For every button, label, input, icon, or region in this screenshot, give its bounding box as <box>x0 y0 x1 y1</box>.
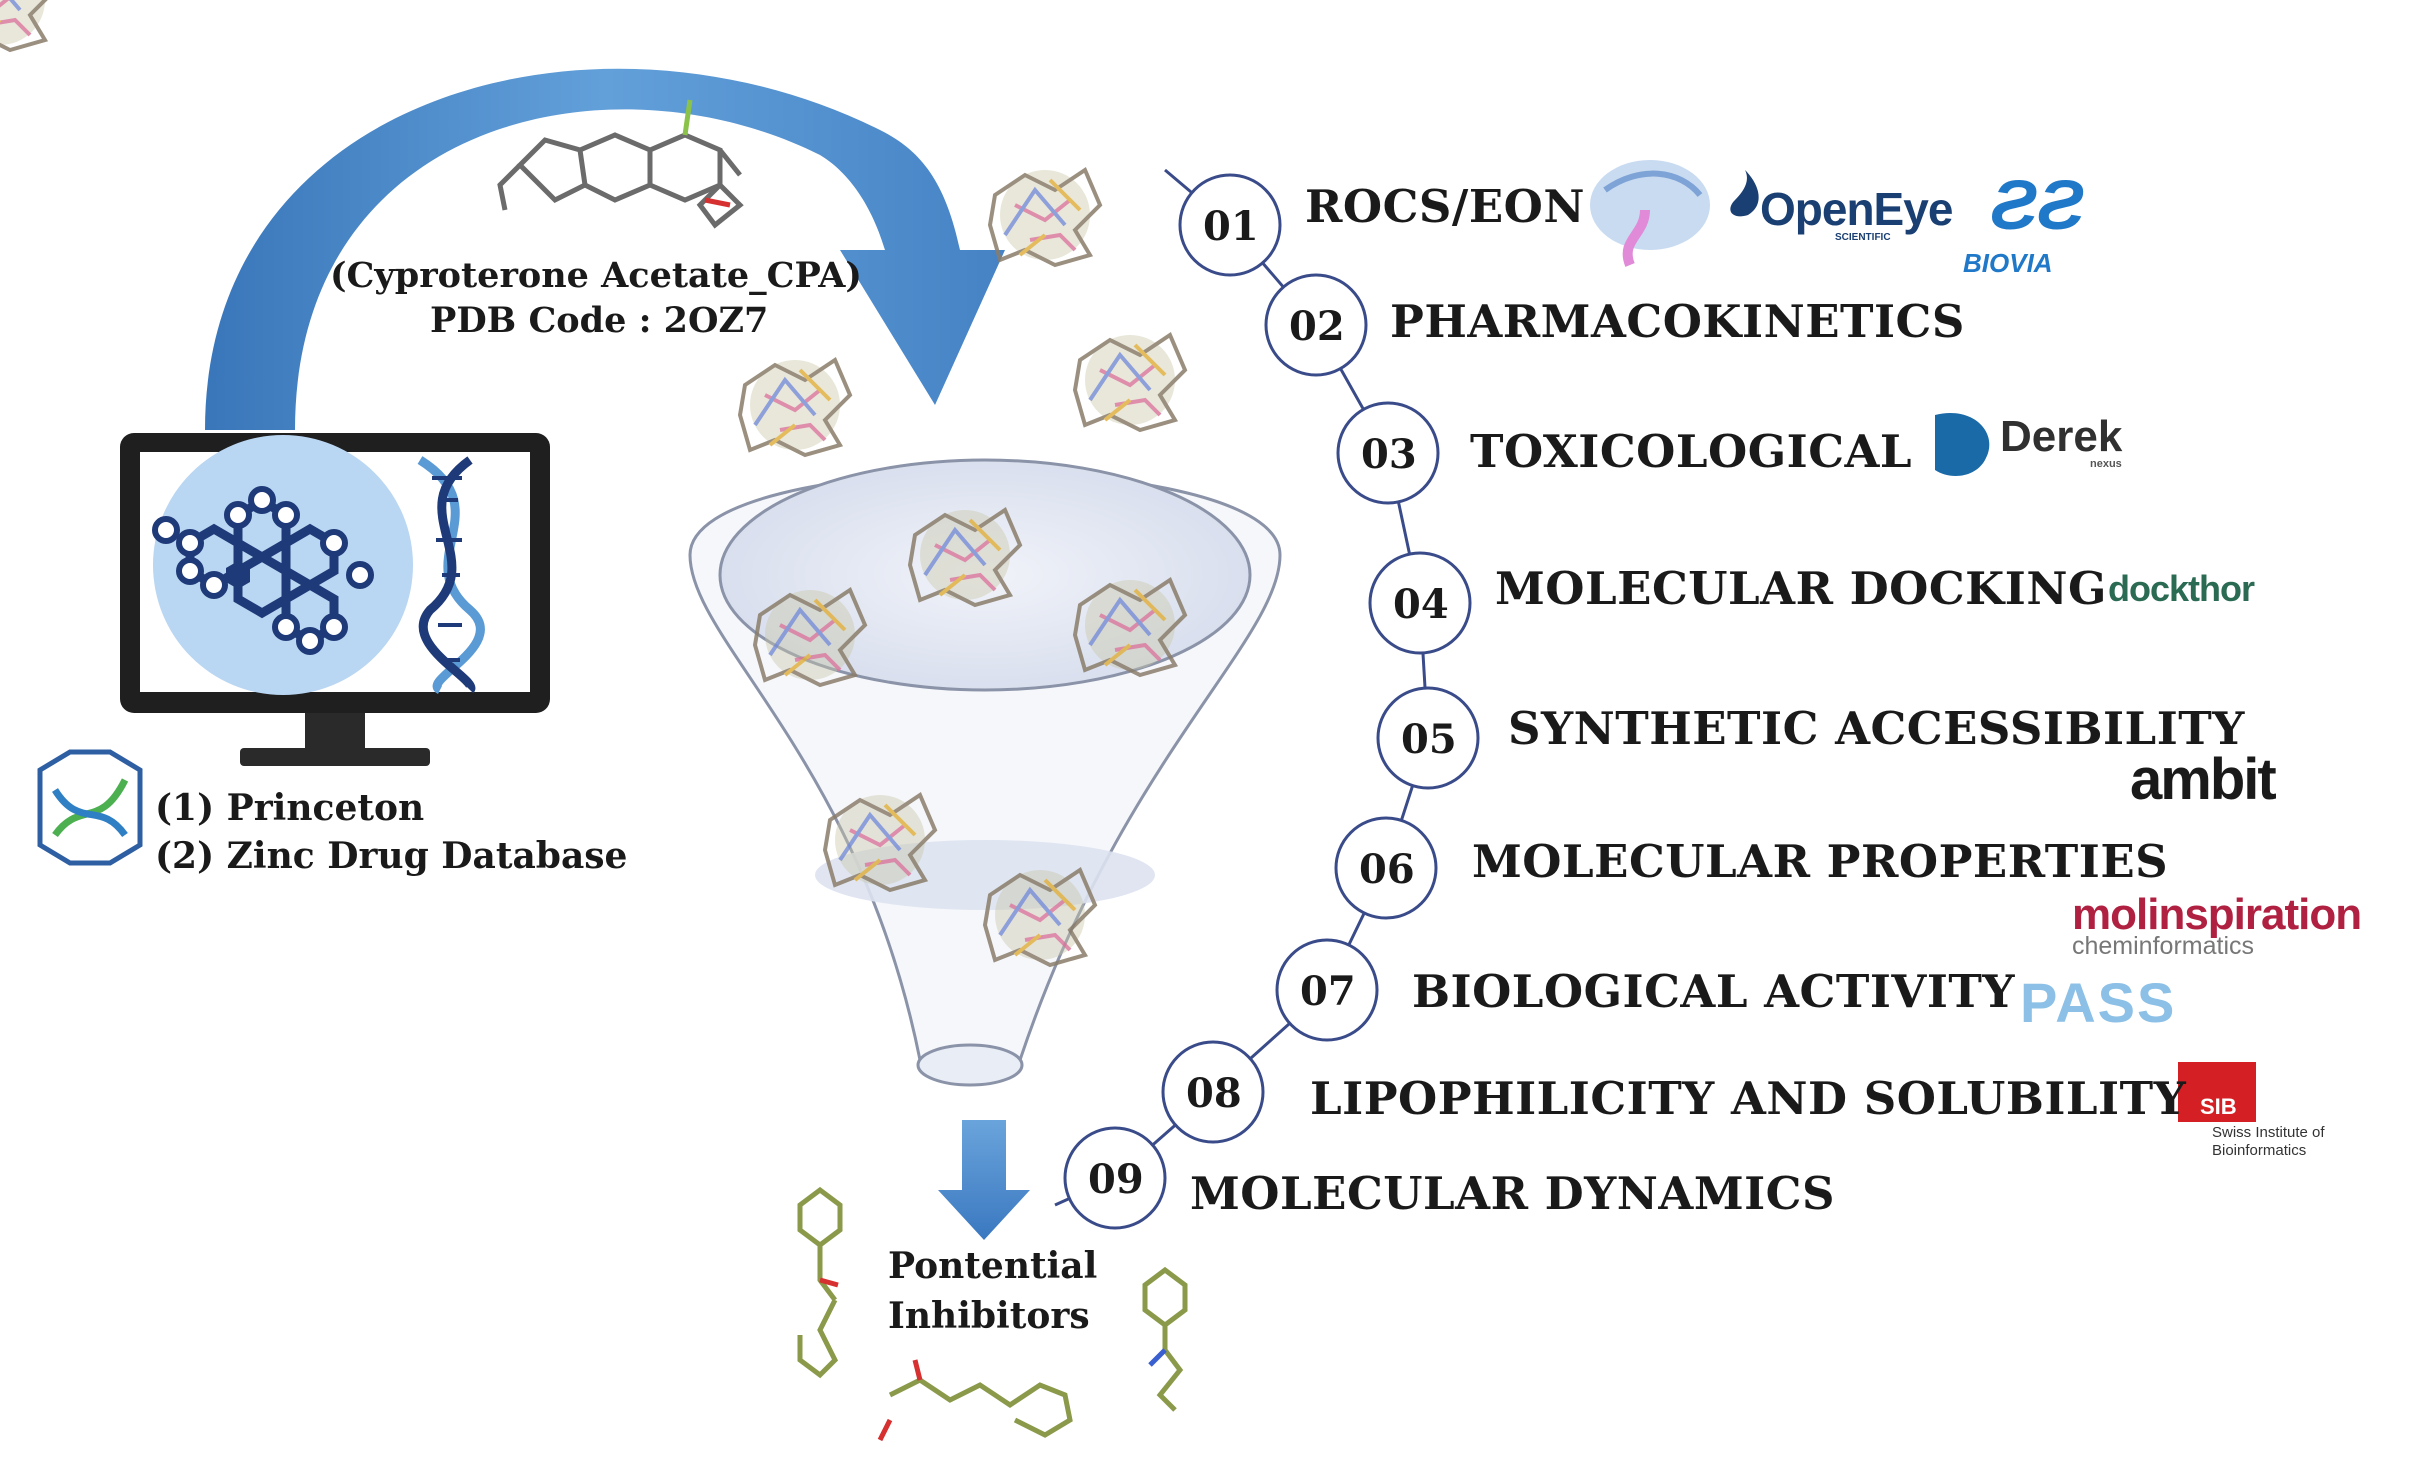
sib-graphic <box>2178 1062 2256 1122</box>
query-name: (Cyproterone Acetate_CPA) <box>330 255 862 296</box>
biovia-mark: ƧƧ <box>1990 166 2084 244</box>
openeye-graphic <box>1590 160 1759 267</box>
step-label-toxicological: TOXICOLOGICAL <box>1470 425 1913 478</box>
curved-arrow <box>205 68 1005 430</box>
sib-logo-sub-2: Bioinformatics <box>2212 1142 2307 1159</box>
sib-logo-sub-1: Swiss Institute of <box>2212 1124 2325 1141</box>
molinspiration-logo: molinspiration <box>2072 890 2362 939</box>
molinspiration-logo-sub: cheminformatics <box>2072 932 2254 960</box>
derek-logo-sub: nexus <box>2090 458 2122 470</box>
sib-logo: SIB <box>2200 1094 2237 1119</box>
step-label-molecular-dynamics: MOLECULAR DYNAMICS <box>1190 1167 1835 1220</box>
derek-graphic <box>1935 413 1990 476</box>
database-label-2: (2) Zinc Drug Database <box>155 835 628 877</box>
cpa-structure <box>497 99 744 229</box>
step-number-04: 04 <box>1393 581 1449 628</box>
dna-icon <box>417 456 485 695</box>
database-icon <box>37 749 143 866</box>
step-number-03: 03 <box>1361 431 1417 478</box>
pass-logo: PASS <box>2020 971 2177 1034</box>
step-number-06: 06 <box>1359 846 1415 893</box>
molecule-clusters <box>0 0 1187 967</box>
step-number-08: 08 <box>1186 1070 1242 1117</box>
step-label-rocs-eon: ROCS/EON <box>1305 180 1585 233</box>
step-label-lipophilicity-solubility: LIPOPHILICITY AND SOLUBILITY <box>1310 1072 2187 1125</box>
step-label-pharmacokinetics: PHARMACOKINETICS <box>1390 295 1965 348</box>
step-label-molecular-docking: MOLECULAR DOCKING <box>1495 562 2107 615</box>
step-label-biological-activity: BIOLOGICAL ACTIVITY <box>1412 965 2015 1018</box>
inhibitor-molecules <box>797 1186 1188 1442</box>
step-number-02: 02 <box>1289 303 1345 350</box>
database-label-1: (1) Princeton <box>155 787 425 829</box>
query-pdb: PDB Code : 2OZ7 <box>430 300 769 341</box>
step-number-05: 05 <box>1401 716 1457 763</box>
ambit-logo: ambit <box>2130 747 2277 812</box>
biovia-logo: BIOVIA <box>1963 248 2053 278</box>
step-number-07: 07 <box>1300 968 1356 1015</box>
output-line-1: Pontential <box>888 1245 1098 1287</box>
openeye-logo-sub: SCIENTIFIC <box>1835 232 1891 243</box>
step-number-09: 09 <box>1088 1156 1144 1203</box>
derek-logo: Derek <box>2000 412 2123 461</box>
dockthor-logo: dockthor <box>2108 568 2255 609</box>
output-line-2: Inhibitors <box>888 1295 1090 1337</box>
openeye-logo: OpenEye <box>1760 183 1953 235</box>
step-nodes <box>1063 173 1480 1230</box>
step-label-molecular-properties: MOLECULAR PROPERTIES <box>1472 835 2169 888</box>
monitor <box>120 433 550 766</box>
step-label-synthetic-accessibility: SYNTHETIC ACCESSIBILITY <box>1508 702 2245 755</box>
down-arrow <box>938 1120 1030 1240</box>
step-number-01: 01 <box>1203 203 1259 250</box>
